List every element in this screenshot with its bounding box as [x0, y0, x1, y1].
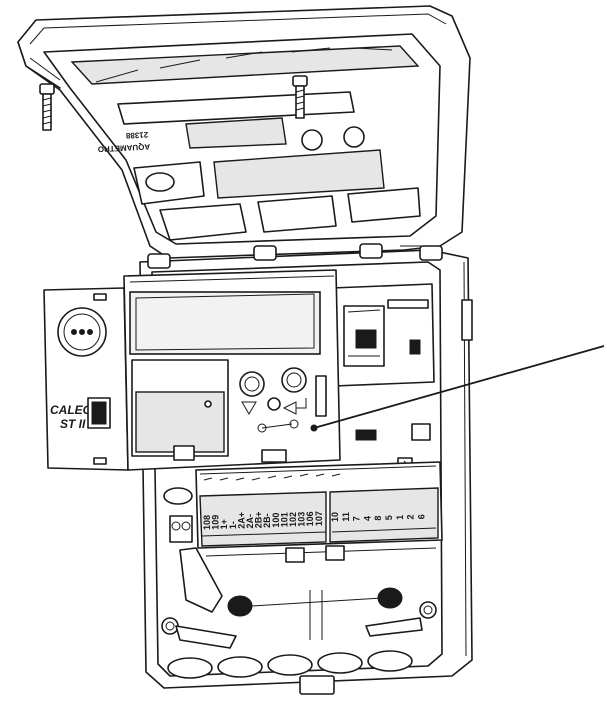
terminal-strips: 1081091+1-2A+2A-2B+2B-100101102103106107…	[163, 461, 443, 563]
left-screw-icon	[39, 83, 55, 131]
terminal-label: 107	[314, 511, 324, 526]
down-button[interactable]	[239, 371, 265, 397]
cable-strain-relief-left	[227, 595, 383, 617]
terminal-label: 5	[384, 515, 394, 520]
terminal-label: 2A-	[245, 514, 255, 529]
terminal-label: 6	[416, 514, 426, 519]
terminal-label: 10	[330, 512, 340, 522]
calculator-module: CALEC ST II	[43, 269, 341, 471]
lcd-display	[129, 291, 321, 355]
cable-strain-relief-right	[377, 587, 403, 609]
terminal-label: 2B+	[254, 511, 264, 528]
cable-glands	[167, 650, 413, 695]
enter-button[interactable]	[281, 367, 307, 393]
hinged-lid: 21388 AQUAMETRO	[17, 5, 471, 259]
terminal-label: 2	[406, 515, 416, 520]
right-screw-icon	[292, 75, 308, 119]
terminal-label: 2B-	[262, 513, 272, 528]
terminal-label: 7	[352, 516, 362, 521]
brand-label-line1: CALEC	[50, 403, 92, 417]
terminal-label: 4	[362, 516, 372, 521]
terminal-label: 102	[288, 512, 298, 527]
terminal-label: 108	[202, 515, 212, 530]
terminal-label: 109	[211, 515, 221, 530]
terminal-label: 2A+	[236, 512, 246, 529]
enter-arrow-icon	[282, 398, 307, 415]
terminal-label: 11	[341, 512, 351, 522]
terminal-label: 103	[297, 512, 307, 527]
terminal-label: 1-	[228, 521, 238, 529]
terminal-label: 106	[305, 511, 315, 526]
terminal-label: 8	[373, 516, 383, 521]
terminal-label: 1	[395, 515, 405, 520]
terminal-label: 101	[279, 512, 289, 527]
internal-circuit-board	[331, 283, 435, 485]
brand-label-line2: ST II	[60, 417, 86, 431]
callout-pointer	[310, 345, 605, 432]
lid-brand-text: AQUAMETRO	[98, 142, 151, 154]
terminal-label: 100	[271, 513, 281, 528]
terminal-label: 1+	[219, 519, 229, 529]
down-arrow-icon	[241, 401, 257, 415]
wrench-icon	[261, 423, 293, 429]
lid-code-text: 21388	[125, 130, 148, 140]
